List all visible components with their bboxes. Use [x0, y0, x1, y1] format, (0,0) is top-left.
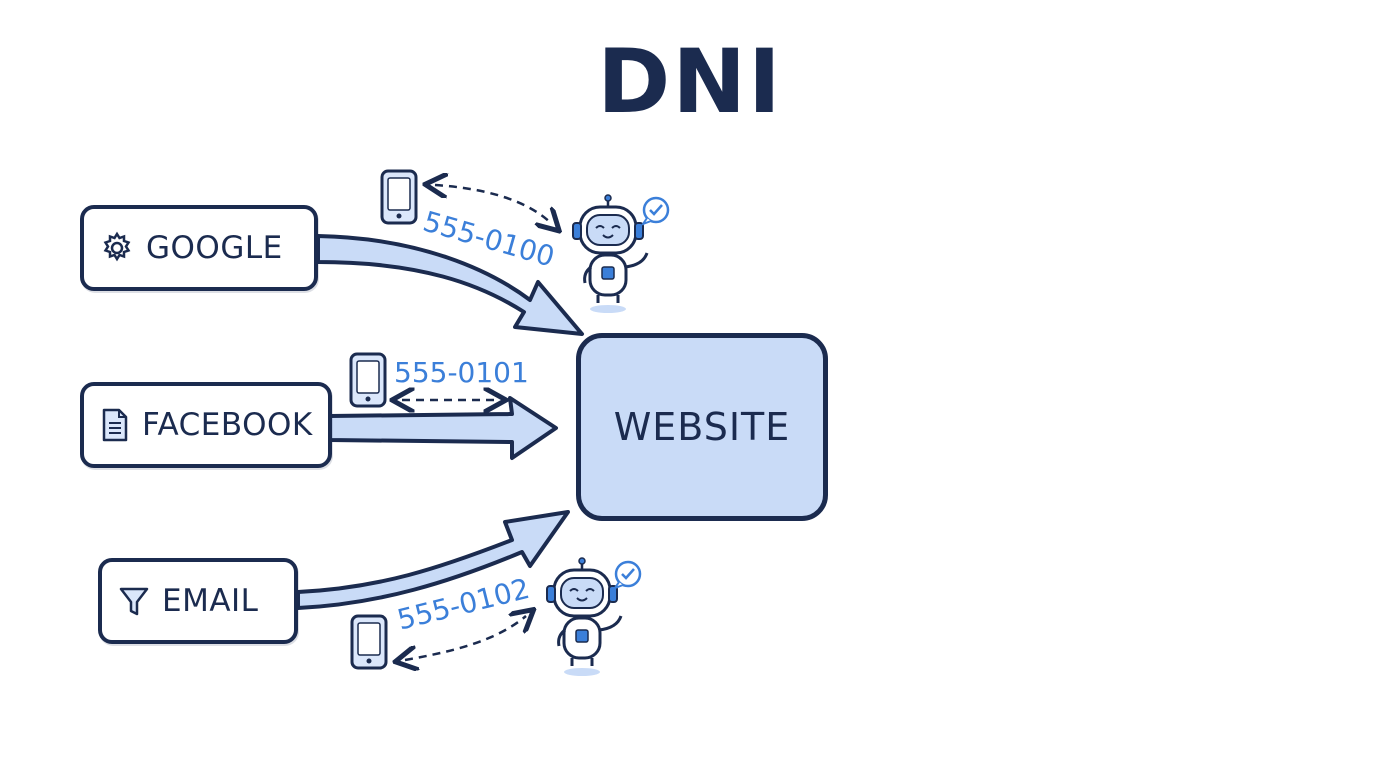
- website-box: WEBSITE: [576, 333, 828, 521]
- tracking-number: 555-0101: [394, 356, 529, 389]
- page-title: DNI: [597, 30, 783, 133]
- gear-icon: [103, 231, 131, 262]
- dashed-swap-arrow-2: [405, 616, 526, 660]
- funnel-icon: [119, 587, 149, 616]
- dashed-swap-arrow-0: [435, 185, 552, 224]
- arrow-google-to-website: [316, 234, 584, 336]
- phone-icon: [380, 169, 418, 225]
- phone-icon: [349, 352, 387, 408]
- arrow-email-to-website: [296, 510, 570, 610]
- source-label: GOOGLE: [146, 230, 283, 266]
- source-box-email: EMAIL: [98, 558, 298, 644]
- source-label: EMAIL: [162, 583, 259, 619]
- source-label: FACEBOOK: [142, 407, 313, 443]
- document-icon: [102, 408, 128, 442]
- check-bubble-icon: [640, 196, 670, 227]
- robot-icon: [572, 194, 649, 313]
- website-label: WEBSITE: [613, 405, 791, 449]
- arrow-facebook-to-website: [328, 396, 558, 460]
- robot-icon: [546, 557, 623, 676]
- phone-icon: [350, 614, 388, 670]
- source-box-facebook: FACEBOOK: [80, 382, 332, 468]
- source-box-google: GOOGLE: [80, 205, 318, 291]
- check-bubble-icon: [612, 560, 642, 591]
